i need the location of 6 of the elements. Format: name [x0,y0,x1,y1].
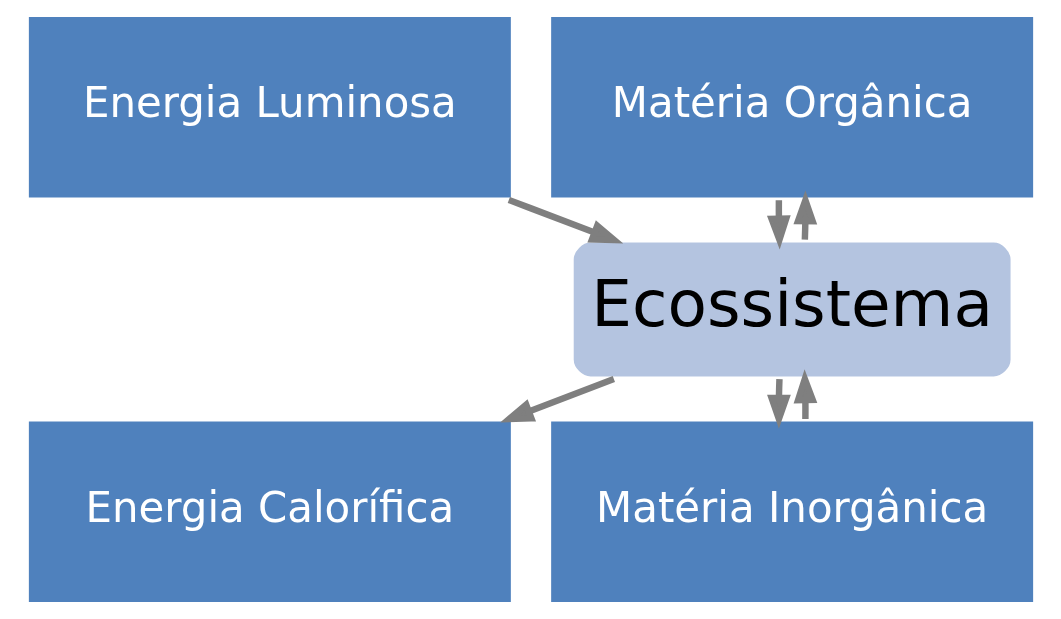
arrow [507,196,623,244]
arrow [792,190,817,240]
arrow [499,376,615,423]
arrow [766,378,791,429]
arrow [793,369,817,419]
arrow [766,200,791,250]
